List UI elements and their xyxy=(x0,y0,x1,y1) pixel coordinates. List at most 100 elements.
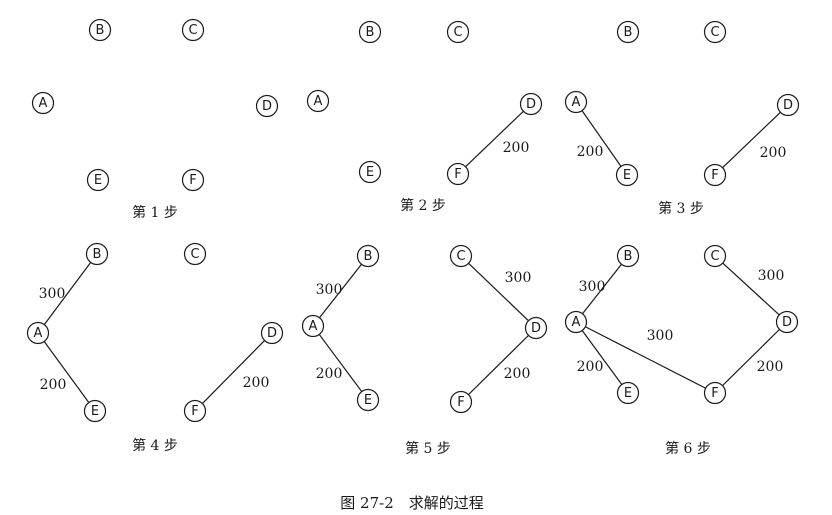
node-circle xyxy=(564,90,588,114)
edge-weight-label: 200 xyxy=(577,359,604,375)
node-circle xyxy=(776,93,800,117)
node-e: E xyxy=(356,388,380,412)
edge-a-b: 300 xyxy=(316,263,362,319)
node-b: B xyxy=(616,20,640,44)
node-circle xyxy=(446,162,470,186)
node-c: C xyxy=(446,20,470,44)
edge-weight-label: 300 xyxy=(579,279,606,295)
node-a: A xyxy=(564,310,588,334)
node-b: B xyxy=(358,20,382,44)
edge-weight-label: 200 xyxy=(243,375,270,391)
step-caption: 第 5 步 xyxy=(405,440,451,457)
node-label: B xyxy=(366,25,375,40)
edge-line xyxy=(43,262,92,325)
node-b: B xyxy=(88,18,112,42)
edge-weight-label: 300 xyxy=(505,270,532,286)
node-f: F xyxy=(703,381,727,405)
edge-line xyxy=(468,334,529,396)
node-label: E xyxy=(94,173,102,188)
node-f: F xyxy=(703,163,727,187)
edge-line xyxy=(722,328,780,387)
node-label: E xyxy=(366,165,374,180)
edge-line xyxy=(581,110,622,167)
node-circle xyxy=(616,244,640,268)
node-b: B xyxy=(616,244,640,268)
step-caption: 第 4 步 xyxy=(132,437,178,454)
node-a: A xyxy=(26,321,50,345)
node-c: C xyxy=(449,244,473,268)
step-caption: 第 6 步 xyxy=(665,440,711,457)
node-circle xyxy=(358,160,382,184)
step-caption: 第 3 步 xyxy=(658,200,704,217)
node-label: D xyxy=(782,315,792,330)
node-e: E xyxy=(616,381,640,405)
node-d: D xyxy=(255,94,279,118)
node-label: A xyxy=(572,95,581,110)
node-circle xyxy=(703,244,727,268)
node-circle xyxy=(449,244,473,268)
edge-f-d: 200 xyxy=(201,340,270,404)
edge-line xyxy=(722,262,780,316)
node-circle xyxy=(703,163,727,187)
node-label: E xyxy=(364,393,372,408)
node-label: C xyxy=(188,23,197,38)
edge-line xyxy=(581,330,623,385)
node-label: F xyxy=(191,404,198,419)
step-caption: 第 1 步 xyxy=(132,204,178,221)
node-circle xyxy=(616,381,640,405)
edge-line xyxy=(465,110,524,168)
edge-a-e: 200 xyxy=(316,334,363,392)
node-label: F xyxy=(711,168,718,183)
node-circle xyxy=(616,20,640,44)
edge-weight-label: 300 xyxy=(39,286,66,302)
node-circle xyxy=(255,94,279,118)
node-circle xyxy=(564,310,588,334)
edge-line xyxy=(319,263,362,319)
node-b: B xyxy=(356,244,380,268)
edge-f-d: 200 xyxy=(468,334,531,396)
node-label: C xyxy=(710,249,719,264)
node-c: C xyxy=(181,18,205,42)
edge-f-d: 200 xyxy=(722,328,784,387)
node-circle xyxy=(775,310,799,334)
edge-c-d: 300 xyxy=(468,262,532,322)
node-circle xyxy=(524,316,548,340)
edge-weight-label: 200 xyxy=(757,359,784,375)
node-label: D xyxy=(526,97,536,112)
edge-a-e: 200 xyxy=(577,110,622,167)
node-circle xyxy=(519,92,543,116)
node-e: E xyxy=(358,160,382,184)
node-label: B xyxy=(96,23,105,38)
edge-c-d: 300 xyxy=(722,262,784,316)
node-circle xyxy=(26,321,50,345)
node-label: B xyxy=(624,25,633,40)
node-circle xyxy=(358,20,382,44)
node-d: D xyxy=(776,93,800,117)
edge-f-d: 200 xyxy=(465,110,530,168)
node-circle xyxy=(183,242,207,266)
node-label: F xyxy=(454,167,461,182)
node-b: B xyxy=(85,242,109,266)
node-label: B xyxy=(93,247,102,262)
node-d: D xyxy=(260,321,284,345)
node-circle xyxy=(301,314,325,338)
node-label: D xyxy=(531,321,541,336)
edge-weight-label: 200 xyxy=(504,366,531,382)
edge-a-f: 300 xyxy=(585,326,706,389)
edge-a-e: 200 xyxy=(40,341,90,403)
node-d: D xyxy=(524,316,548,340)
node-label: E xyxy=(91,404,99,419)
node-circle xyxy=(446,20,470,44)
edge-line xyxy=(43,341,90,403)
node-label: B xyxy=(364,249,373,264)
node-label: D xyxy=(262,99,272,114)
node-circle xyxy=(449,390,473,414)
node-f: F xyxy=(446,162,470,186)
edge-weight-label: 200 xyxy=(503,140,530,156)
node-circle xyxy=(85,242,109,266)
node-label: C xyxy=(190,247,199,262)
node-a: A xyxy=(31,91,55,115)
edge-weight-label: 200 xyxy=(760,145,787,161)
node-label: D xyxy=(267,326,277,341)
